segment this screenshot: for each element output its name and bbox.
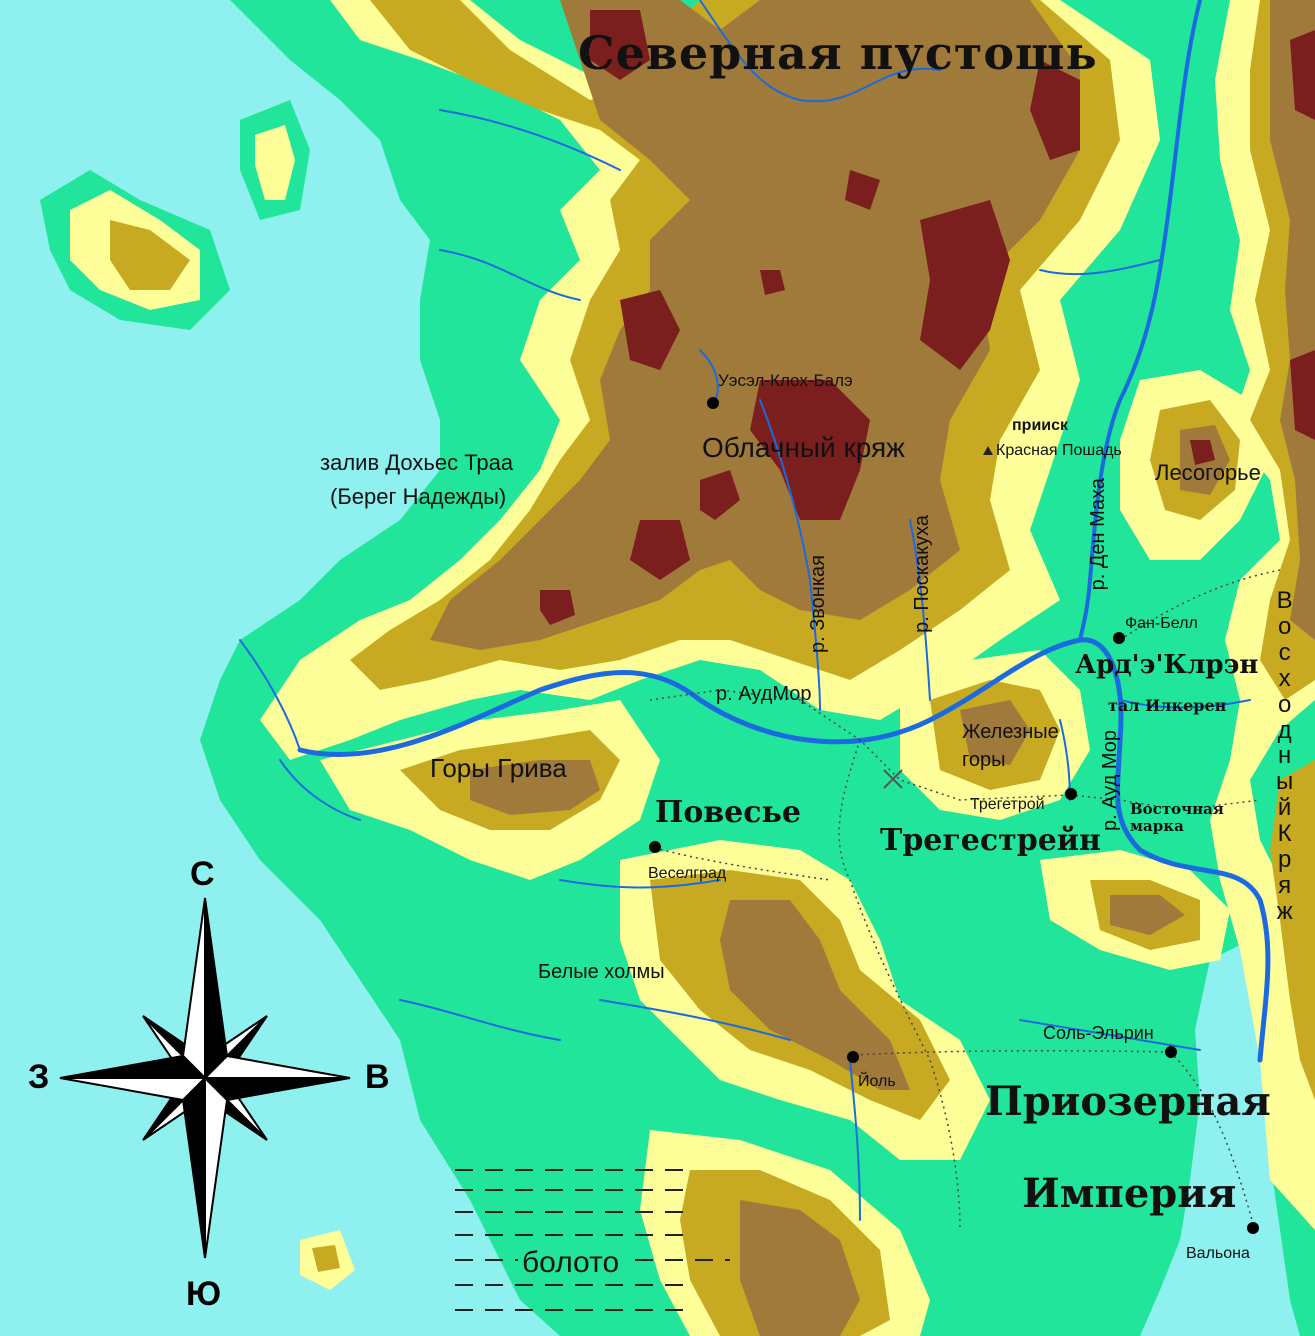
compass-north: С — [190, 855, 215, 893]
east-ridge-letter: й — [1277, 794, 1292, 822]
river-aud-mor2-label: р. Ауд Мор — [1099, 730, 1121, 832]
map-title: Северная пустошь — [578, 26, 1098, 80]
compass-rose-icon — [59, 897, 351, 1259]
city-uesel-label: Уэсэл-Клох-Балэ — [718, 371, 853, 390]
river-poskakuha-label: р. Поскакуха — [911, 515, 933, 633]
swamp-label: болото — [518, 1248, 624, 1278]
city-dot-veselgrad — [649, 841, 661, 853]
river-aud-mor — [297, 637, 1271, 1063]
east-ridge-letter: В — [1276, 587, 1293, 614]
east-ridge-letter: с — [1278, 638, 1291, 666]
city-dot-tregetroy — [1065, 788, 1077, 800]
island-west-upland — [110, 220, 190, 290]
peaks — [540, 10, 1315, 625]
city-sol-elrin-label: Соль-Эльрин — [1043, 1023, 1154, 1043]
mane-mountains-label: Горы Грива — [430, 753, 567, 783]
compass-south: Ю — [186, 1275, 222, 1313]
city-yol-label: Йоль — [858, 1073, 896, 1090]
city-dot-sol-elrin — [1165, 1046, 1177, 1058]
region-imperia: Империя — [1022, 1170, 1237, 1217]
compass-east: В — [365, 1058, 390, 1096]
iron-mountains-label-line2: горы — [962, 749, 1006, 771]
mine-label-line1: прииск — [1012, 417, 1069, 434]
city-dot-uesel — [707, 397, 719, 409]
region-tal-ilkeren: тал Илкерен — [1108, 696, 1227, 715]
roads — [649, 569, 1281, 1231]
island-south-upland — [312, 1245, 340, 1272]
river-aud-mor-label: р. АудМор — [716, 683, 812, 705]
city-tregetroy-label: Трегетрой — [970, 796, 1045, 813]
east-ridge-letter: К — [1277, 820, 1292, 848]
city-fan-bell-label: Фан-Белл — [1125, 615, 1198, 632]
east-ridge-letter: х — [1278, 664, 1291, 692]
gulf-label-line1: залив Дохьес Траа — [320, 450, 514, 475]
region-tregestrein: Трегестрейн — [880, 823, 1101, 858]
river-den-maha — [1078, 0, 1202, 642]
east-ridge-letter: р — [1277, 846, 1292, 874]
east-ridge-letter: д — [1277, 716, 1292, 744]
east-ridge-letter: ж — [1276, 897, 1293, 925]
white-hills-label: Белые холмы — [538, 961, 665, 983]
east-ridge-letter: н — [1277, 742, 1292, 770]
pass-marker-icon — [883, 769, 903, 789]
river-den-maha-label: р. Ден Маха — [1087, 478, 1109, 591]
river-zvonkaya-label: р. Звонкая — [807, 555, 829, 654]
swamp-marks — [455, 1169, 730, 1311]
mine-icon — [983, 446, 993, 455]
east-ridge-letter: о — [1277, 612, 1292, 640]
region-vostochnaya-marka: Восточная марка — [1130, 800, 1224, 835]
east-ridge-letter: я — [1278, 871, 1292, 899]
cloudy-ridge-label: Облачный кряж — [702, 432, 905, 463]
east-ridge-letter: о — [1277, 690, 1292, 718]
mountains — [430, 0, 1315, 1336]
gulf-label-line2: (Берег Надежды) — [330, 484, 507, 509]
city-valona-label: Вальона — [1186, 1245, 1250, 1262]
mine-label-line2: Красная Пошадь — [996, 442, 1122, 459]
compass-west: З — [28, 1058, 50, 1096]
city-dot-valona — [1247, 1222, 1259, 1234]
city-dot-yol — [847, 1051, 859, 1063]
region-povesye: Повесье — [655, 795, 801, 830]
city-dot-fan-bell — [1113, 632, 1125, 644]
iron-mountains-label-line1: Железные — [962, 721, 1059, 743]
region-ard-klyan: Ард'э'Клрэн — [1075, 650, 1259, 680]
city-veselgrad-label: Веселград — [648, 865, 727, 882]
island-small-hills — [255, 125, 295, 200]
region-priozernaya: Приозерная — [985, 1078, 1271, 1125]
lesogorye-label: Лесогорье — [1155, 460, 1261, 485]
east-ridge-letter: ы — [1276, 768, 1294, 796]
